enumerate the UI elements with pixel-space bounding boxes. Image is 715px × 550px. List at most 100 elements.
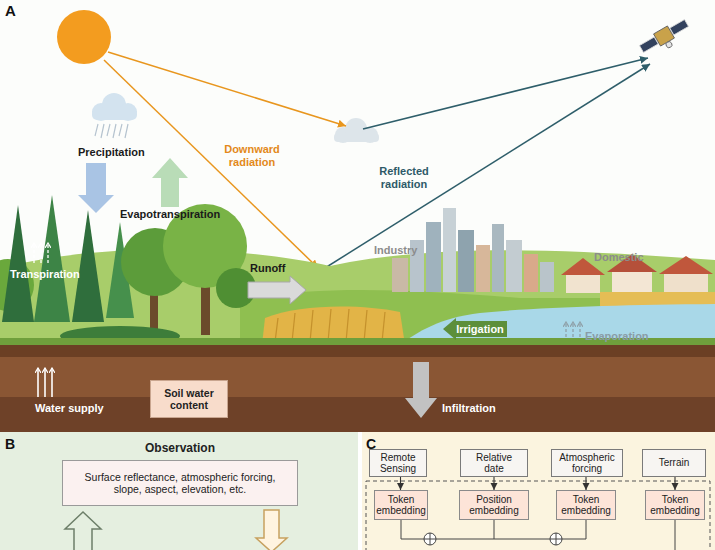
process-label: Evaporation [585,330,649,343]
city-buildings [458,230,474,292]
box-text: Terrain [659,457,690,469]
water-supply-arrows [38,368,52,397]
box-text: Token embedding [376,494,425,517]
flow-arrow [585,477,586,490]
merge-lines [675,520,676,550]
embedding-box: Token embedding [645,490,705,520]
process-label: Evapotranspiration [120,208,220,221]
embedding-box: Token embedding [374,490,428,520]
forest [72,210,104,322]
rain-streaks [95,124,98,136]
soil-layer [0,397,715,432]
sum-symbol [550,533,562,545]
box-text: Relative date [469,452,519,475]
satellite [639,37,658,52]
soil-water-box: Soil water content [150,380,228,418]
merge-lines [401,520,402,539]
rain-streaks [107,124,110,136]
radiation-label: Downward radiation [220,143,284,169]
rain-streaks [119,124,122,136]
satellite [665,41,673,49]
wheat-stalks [292,313,295,342]
flow-arrow [400,477,401,490]
transpiration-arrows [40,243,41,263]
sector-label: Domestic [594,251,644,264]
wheat-stalks [346,309,349,342]
merge-lines [494,520,495,539]
satellite [638,17,693,60]
forest [2,205,34,322]
sun [57,10,111,64]
irrigation-arrow: Irrigation [443,318,507,340]
sum-symbol [424,533,436,545]
merge-lines [586,520,587,539]
rain-streaks [113,124,116,138]
hollow-arrow [256,510,287,550]
process-label: Water supply [35,402,104,415]
runoff-arrow [248,276,306,304]
wheat-stalks [328,309,331,342]
water-supply-arrows [37,368,39,397]
soil-layer [0,357,715,397]
wheat-stalks [310,310,313,342]
transpiration-arrows [34,243,48,263]
forest [34,195,70,322]
evapotranspiration-arrow [152,158,188,207]
sum-symbol [424,533,436,545]
transpiration-arrows [47,243,48,263]
input-box: Atmospheric forcing [551,449,623,477]
houses [659,256,713,274]
box-text: Position embedding [464,494,524,517]
box-text: Atmospheric forcing [557,452,617,475]
city-buildings [524,254,538,292]
rain-streaks [125,124,128,138]
rain-streaks [101,124,104,138]
cloud [334,118,379,143]
downward-radiation-ray [108,52,346,126]
embedding-box: Token embedding [556,490,616,520]
houses [566,273,600,293]
sky-background [0,0,715,432]
dashed-group-frame [366,481,710,550]
box-text: Surface reflectance, atmospheric forcing… [73,471,287,495]
water-supply-arrows [51,368,53,397]
hill [0,250,715,345]
flow-arrow [674,477,675,490]
water-supply-arrows [44,368,46,397]
input-box: Remote Sensing [369,449,427,477]
merge-lines [401,520,675,550]
soil-layer [0,345,715,357]
wheat-stalks [382,312,385,342]
transpiration-arrows [33,243,34,263]
box-text: Soil water content [155,387,223,411]
houses [612,270,652,293]
forest [0,195,256,346]
sum-symbol [430,533,431,545]
infiltration-arrow [405,362,437,418]
city-buildings [492,224,504,292]
box-text: Irrigation [456,323,504,336]
process-label: Transpiration [10,268,80,281]
process-label: Infiltration [442,402,496,415]
observation-box: ObservationSurface reflectance, atmosphe… [62,460,298,506]
sum-symbol [550,533,562,545]
sector-label: Industry [374,244,417,257]
radiation-label: Reflected radiation [372,165,436,191]
panel-background [0,432,358,550]
input-box: Terrain [642,449,706,477]
city-buildings [443,208,456,292]
city-buildings [392,258,408,292]
panel-background [362,432,715,550]
embedding-box: Position embedding [459,490,529,520]
satellite [670,20,689,35]
box-heading: Observation [63,442,297,456]
precipitation-arrow [78,163,114,213]
panel-letter: A [5,2,16,20]
process-label: Runoff [250,262,285,275]
city-buildings [426,222,441,292]
box-text: Remote Sensing [375,452,421,475]
panel-letter: B [5,436,15,453]
